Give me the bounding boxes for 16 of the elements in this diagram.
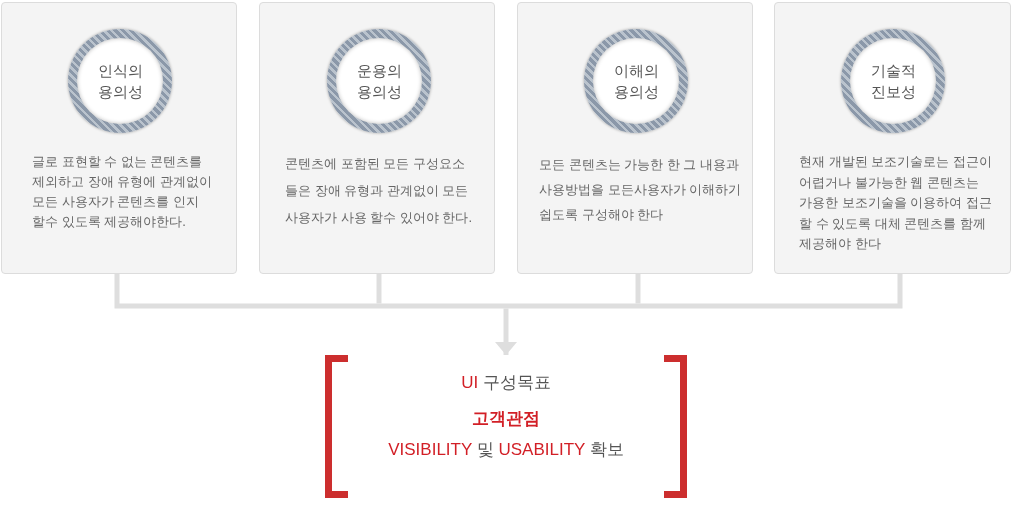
- info-card: [259, 2, 495, 274]
- perspective-text: 고객관점: [472, 408, 540, 430]
- badge-title: 인식의 용의성: [96, 61, 144, 102]
- info-card: [1, 2, 237, 274]
- badge-title: 운용의 용의성: [355, 61, 403, 102]
- info-card: [774, 2, 1011, 274]
- description-text: 현재 개발된 보조기술로는 접근이 어렵거나 불가능한 웹 콘텐츠는 가용한 보조기술을 이용하여 접근 할 수 있도록 대체 콘텐츠를 함께 제공해야 한다: [799, 153, 993, 253]
- goal-heading: UI 구성목표: [461, 372, 551, 394]
- goal-text: VISIBILITY 및 USABILITY 확보: [388, 439, 624, 461]
- description-text: 글로 표현할 수 없는 콘텐츠를 제외하고 장애 유형에 관계없이 모든 사용자가 콘텐츠를 인지 할수 있도록 제공해야한다.: [32, 153, 213, 231]
- connector-arrow: [495, 308, 517, 355]
- info-card: [517, 2, 753, 274]
- description-text: 콘텐츠에 포함된 모든 구성요소 들은 장애 유형과 관계없이 모든 사용자가 사용 할수 있어야 한다.: [285, 155, 474, 227]
- badge-title: 기술적 진보성: [869, 61, 917, 102]
- description-text: 모든 콘텐츠는 가능한 한 그 내용과 사용방법을 모든사용자가 이해하기 쉽도록 구성해야 한다: [539, 156, 743, 224]
- badge-title: 이해의 용의성: [612, 61, 660, 102]
